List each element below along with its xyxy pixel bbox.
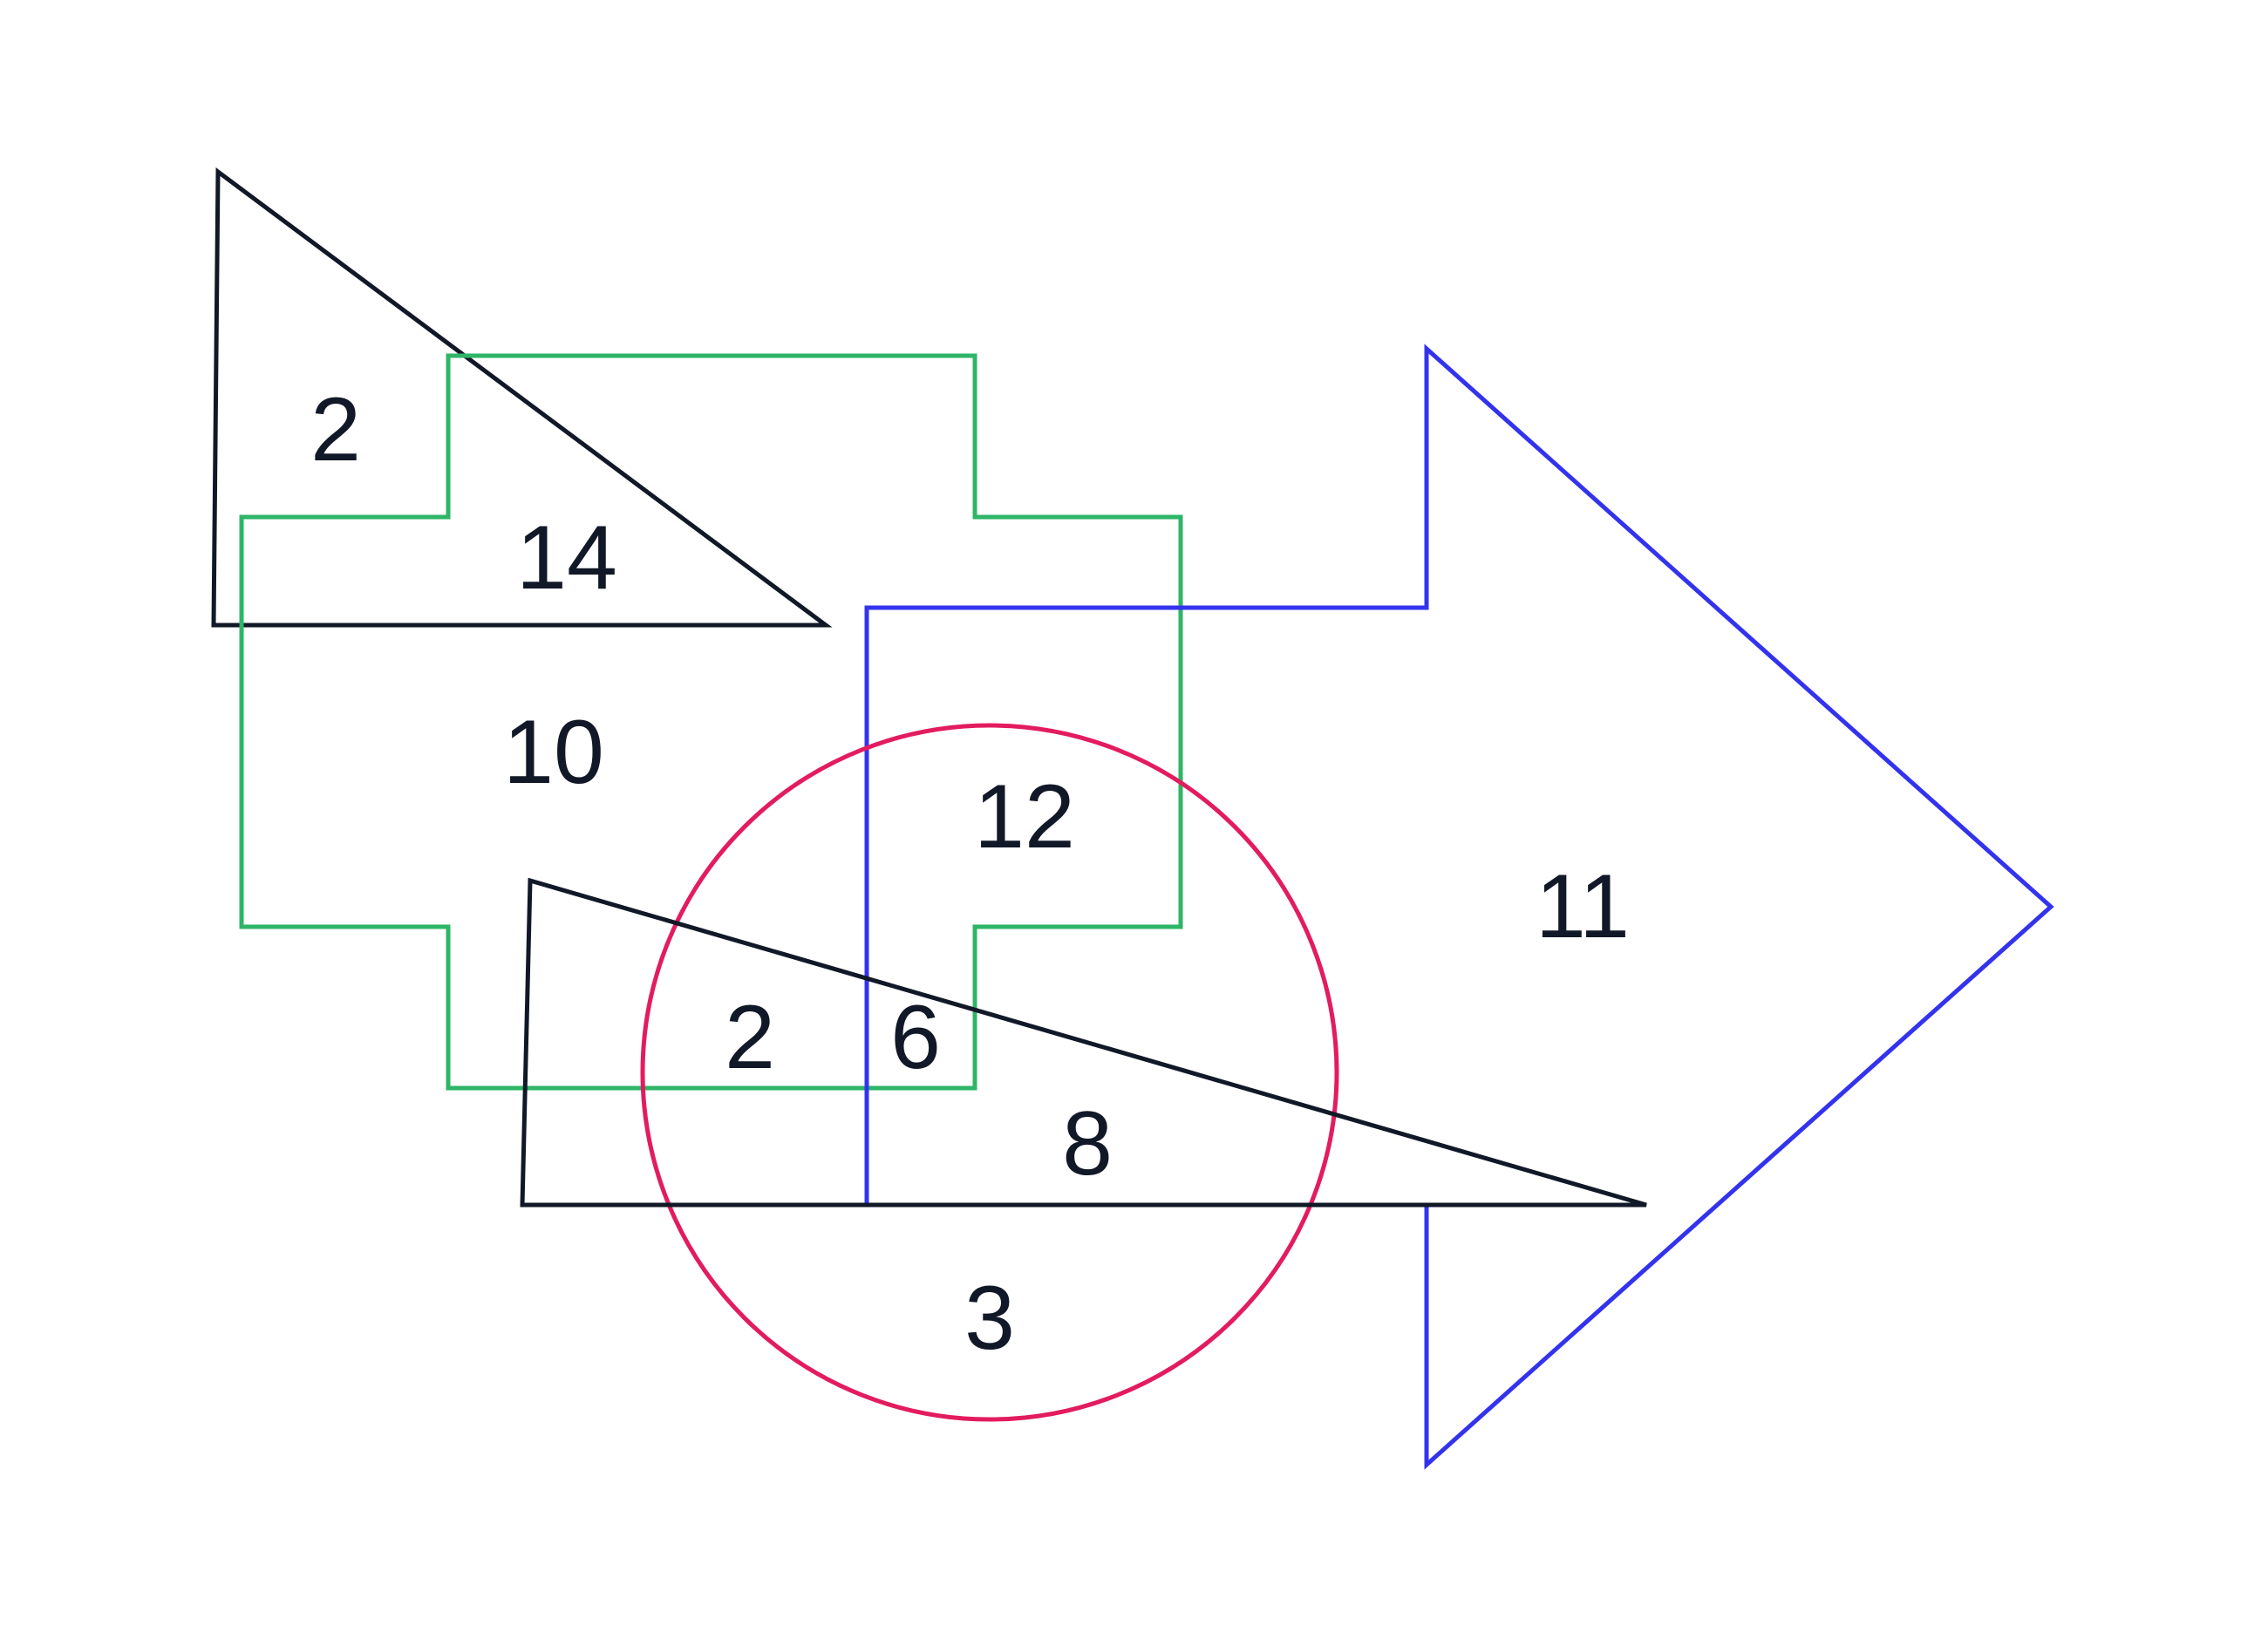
region-label-cross-only: 10: [503, 702, 604, 803]
circle-shape: [640, 723, 1339, 1422]
region-label-cross-arrow-circle: 12: [974, 766, 1075, 868]
region-label-triangle-top-only: 2: [310, 379, 361, 480]
triangle-bottom-shape: [520, 877, 1647, 1208]
triangle-top-shape: [211, 167, 833, 628]
region-label-cross-arrow-circle-triangle-bottom: 6: [890, 987, 941, 1088]
region-label-triangle-top-and-cross: 14: [516, 507, 617, 609]
region-label-arrow-only: 11: [1536, 856, 1630, 957]
region-label-arrow-circle-triangle-bottom: 8: [1062, 1093, 1113, 1194]
region-label-circle-only: 3: [964, 1268, 1015, 1369]
region-label-cross-circle-triangle-bottom: 2: [725, 987, 775, 1088]
cross-shape: [239, 353, 1183, 1091]
